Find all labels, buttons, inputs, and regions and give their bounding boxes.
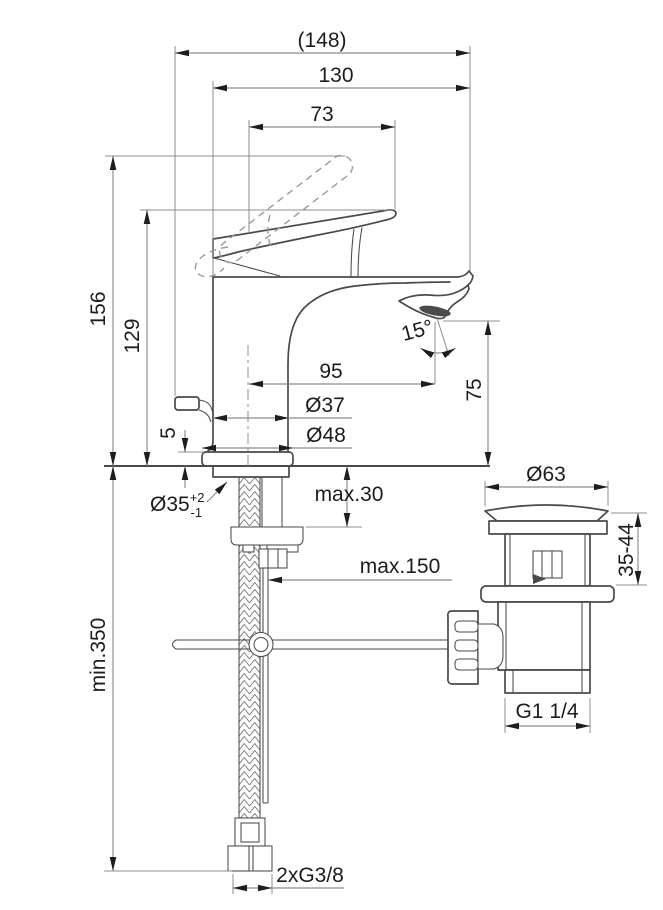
handle-raised-position: [194, 154, 354, 278]
extension-lines: [232, 874, 273, 894]
mounting-bracket: [230, 526, 304, 546]
raised-lever-outline: [218, 154, 354, 264]
dim-aerator-angle: 15°: [399, 316, 456, 359]
waste-lever-pointer: [533, 574, 546, 584]
dim-height-overall: 156: [87, 155, 345, 466]
body-right-curve: [287, 281, 451, 454]
body-top-edge: [212, 270, 474, 286]
pop-up-knob-neck: [198, 399, 214, 423]
dim-handle-projection: 73: [248, 103, 396, 233]
pop-up-rod-assembly: [171, 477, 452, 804]
dim-supply-connections: 2xG3/8: [232, 864, 344, 894]
knurl-slot-2: [454, 639, 479, 652]
dim-hose-length: min.350: [87, 466, 232, 872]
hose-nut-detail: [248, 846, 254, 871]
waste-lower-walls: [505, 602, 583, 670]
waste-flange: [488, 520, 608, 535]
waste-tailpiece: [504, 669, 591, 694]
waste-window-bars: [541, 551, 553, 578]
leader-line: [206, 481, 228, 503]
waste-assembly: [446, 504, 615, 694]
dim-label: 129: [121, 318, 144, 353]
hole-diameter-value: Ø35: [150, 493, 190, 516]
dim-label: (148): [297, 29, 346, 52]
dim-label: Ø48: [306, 424, 346, 447]
dim-mounting-hole: Ø35+2-1: [150, 481, 228, 520]
rod-clevis-inner: [253, 636, 269, 653]
aerator-outlet: [419, 305, 451, 317]
waste-cap: [484, 504, 609, 522]
waste-body-walls: [509, 534, 586, 586]
dim-height-to-handle: 129: [121, 209, 393, 466]
waste-lower-flange: [480, 585, 615, 603]
dim-base-plate-height: 5: [157, 427, 204, 488]
dim-label: Ø63: [526, 463, 566, 486]
pop-up-horizontal-rod: [171, 639, 452, 650]
dim-label: min.350: [87, 618, 110, 693]
bracket-tab-left: [242, 544, 255, 553]
dimension-annotations: (148) 130 73 156 129 min.350: [87, 29, 647, 894]
dim-label: 95: [319, 360, 342, 383]
knurl-slot-3: [454, 658, 479, 671]
dim-body-diameter: Ø37: [213, 394, 352, 422]
dim-label: 35-44: [615, 523, 638, 577]
dim-waste-cap-diameter: Ø63: [484, 463, 609, 506]
waste-window: [532, 550, 563, 579]
dim-label: 75: [463, 378, 486, 401]
dim-label: max.150: [360, 555, 441, 578]
tolerance-lower: -1: [191, 505, 203, 520]
dim-overall-projection: (148): [174, 29, 471, 396]
raised-lever-front: [267, 214, 272, 248]
hose-ferrule-inner: [240, 822, 260, 843]
dim-label: 2xG3/8: [276, 864, 344, 887]
dim-waste-thread: G1 1/4: [504, 698, 591, 733]
extension-lines: [174, 46, 471, 396]
knurl-slot-1: [454, 620, 479, 633]
tailpiece-walls: [512, 670, 583, 693]
handle-skirt-line: [213, 257, 281, 277]
base-collar: [212, 465, 290, 478]
threaded-shank: [261, 477, 283, 527]
dim-label: max.30: [315, 483, 384, 506]
hose-connection-nut: [227, 845, 273, 872]
pop-up-knob: [174, 396, 200, 411]
angle-arc: [420, 347, 456, 359]
rod-lock-collar: [477, 623, 504, 670]
dim-label: G1 1/4: [515, 700, 578, 723]
handle-lever: [212, 209, 397, 259]
spout-nose: [398, 284, 470, 320]
dim-label: 73: [310, 103, 333, 126]
shank-hex-nut: [258, 548, 288, 569]
dim-label: 130: [318, 64, 353, 87]
dim-rod-reach: max.150: [268, 555, 452, 584]
dim-label: Ø37: [305, 394, 345, 417]
tolerance-upper: +2: [190, 490, 205, 505]
dim-label: 5: [157, 427, 180, 439]
dim-waste-height-range: 35-44: [611, 512, 647, 586]
hex-nut-facets: [267, 549, 279, 568]
extension-lines: [248, 120, 396, 233]
dim-label: 156: [87, 291, 110, 326]
handle-neck: [350, 227, 363, 278]
dim-label: Ø35+2-1: [150, 490, 205, 520]
dim-label: 15°: [399, 316, 436, 346]
pop-up-vertical-rod: [262, 568, 269, 804]
dim-base-diameter: Ø48: [202, 424, 352, 452]
dim-outlet-height: 75: [443, 320, 500, 466]
angle-leg: [436, 317, 450, 357]
dim-deck-thickness: max.30: [306, 466, 384, 528]
waste-lower-body: [497, 601, 591, 671]
dim-spout-projection: 130: [212, 64, 470, 276]
body-left-edge: [203, 276, 214, 454]
lever-handle: [212, 209, 397, 278]
